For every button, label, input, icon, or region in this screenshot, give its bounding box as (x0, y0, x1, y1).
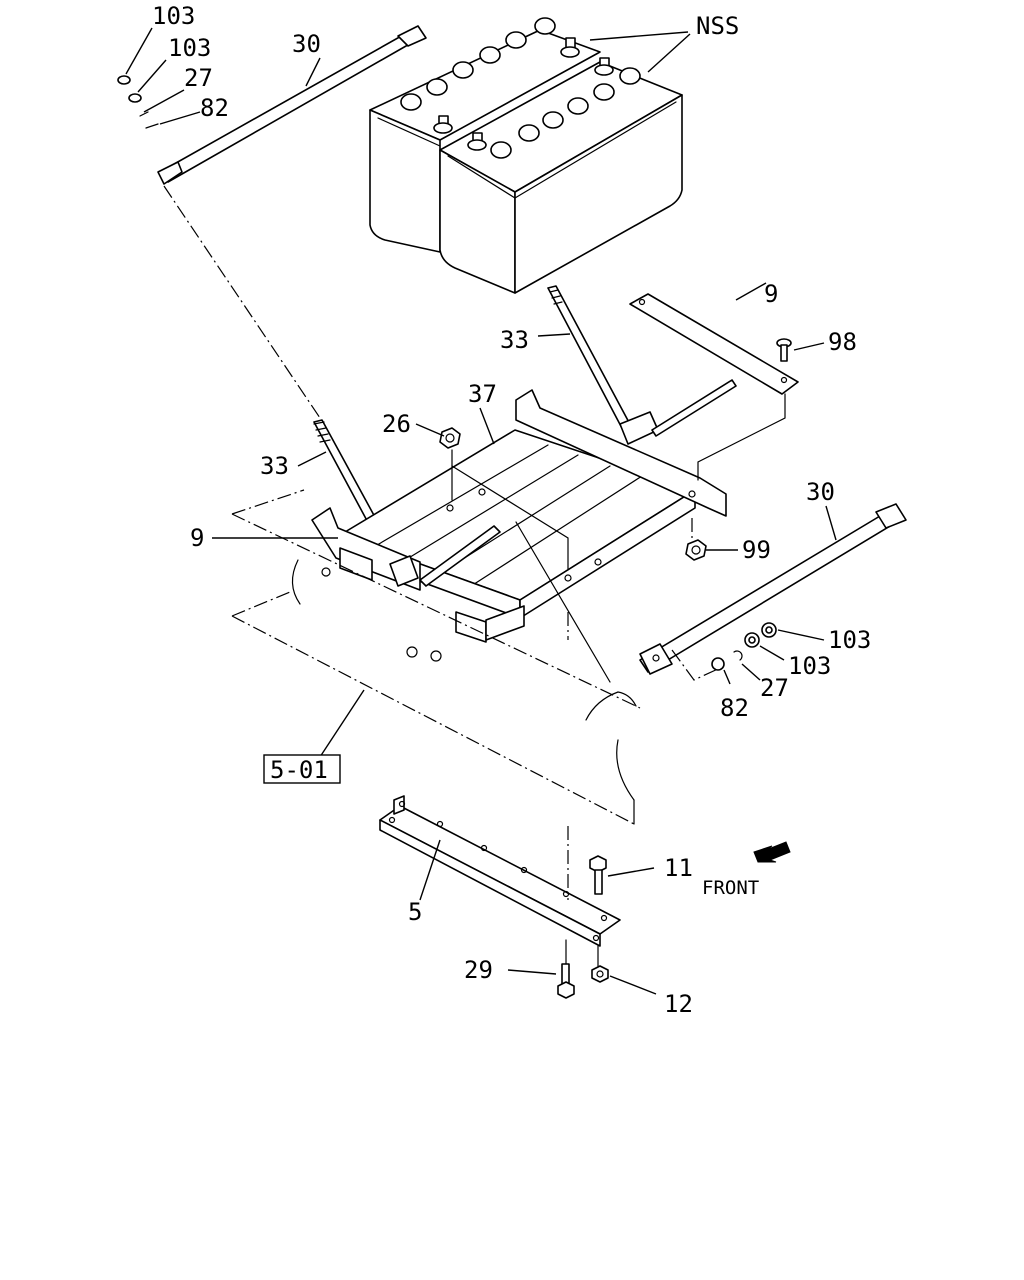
callout-12: 12 (664, 990, 693, 1018)
callout-9-b: 9 (190, 524, 204, 552)
callout-27-b: 27 (760, 674, 789, 702)
screw-98 (776, 338, 792, 362)
hold-down-strap-left (157, 25, 427, 185)
callout-103-d: 103 (788, 652, 831, 680)
battery-terminals (433, 37, 614, 151)
nut-103-a (117, 75, 131, 85)
washer-27 (139, 111, 149, 117)
battery-caps (400, 17, 641, 159)
stud-center (419, 525, 501, 587)
pin-82 (145, 123, 159, 129)
battery-tray (311, 379, 737, 643)
callout-99: 99 (742, 536, 771, 564)
callout-103-a: 103 (152, 2, 195, 30)
bracket-9-upper (629, 293, 799, 395)
nut-26 (439, 427, 461, 449)
callout-29: 29 (464, 956, 493, 984)
nut-103-b (128, 93, 142, 103)
chassis-frame (231, 489, 641, 825)
callout-30-b: 30 (806, 478, 835, 506)
callout-37: 37 (468, 380, 497, 408)
nut-99 (685, 539, 707, 561)
callout-9-a: 9 (764, 280, 778, 308)
hold-down-strap-right (639, 503, 907, 675)
mounting-bracket-5 (379, 795, 621, 947)
callout-labels: 103 103 27 82 30 NSS 9 98 33 37 26 33 9 … (152, 2, 871, 1018)
callout-33-b: 33 (260, 452, 289, 480)
callout-103-b: 103 (168, 34, 211, 62)
frame-ref-box (263, 754, 341, 784)
callout-82-a: 82 (200, 94, 229, 122)
assembly-lines (163, 185, 786, 967)
bolt-29 (557, 963, 575, 999)
callout-11: 11 (664, 854, 693, 882)
pin-82-r (711, 657, 725, 671)
callout-26: 26 (382, 410, 411, 438)
front-label: FRONT (702, 877, 759, 899)
callout-27-a: 27 (184, 64, 213, 92)
callout-33-a: 33 (500, 326, 529, 354)
bolt-11 (589, 855, 607, 895)
hold-down-rod-right (547, 285, 633, 433)
callout-5-01: 5-01 (270, 756, 328, 784)
callout-82-b: 82 (720, 694, 749, 722)
front-arrow-icon (753, 841, 791, 863)
battery-back-front (369, 109, 441, 253)
callout-98: 98 (828, 328, 857, 356)
callout-30-a: 30 (292, 30, 321, 58)
callout-103-c: 103 (828, 626, 871, 654)
callout-nss: NSS (696, 12, 739, 40)
stud-right (651, 379, 737, 437)
callout-5: 5 (408, 898, 422, 926)
battery-front-side (514, 94, 683, 294)
leader-lines (125, 27, 837, 995)
battery-pair (369, 17, 683, 294)
washer-27-r (733, 650, 743, 661)
hardware-top-left (117, 75, 159, 129)
nut-12 (591, 965, 609, 983)
hardware-right (711, 622, 777, 671)
